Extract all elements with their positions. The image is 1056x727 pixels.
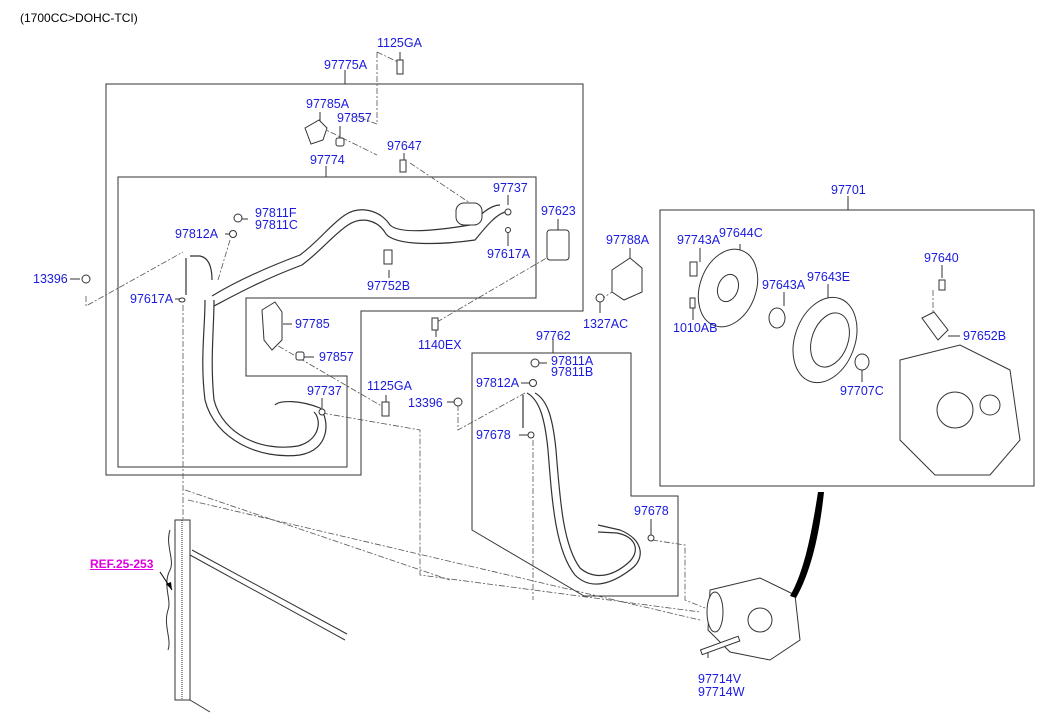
bracket-97785 [261, 301, 283, 351]
oring-97737 [318, 408, 326, 416]
part-label-97811A[interactable]: 97811A [551, 354, 594, 368]
bushing-97857-top [335, 137, 345, 147]
switch-97752B [383, 249, 393, 265]
ring-97643A [768, 307, 786, 329]
part-label-97652B[interactable]: 97652B [963, 329, 1007, 343]
diagram-title: (1700CC>DOHC-TCI) [20, 11, 138, 25]
part-label-97617A-right[interactable]: 97617A [487, 247, 531, 261]
part-label-97643A[interactable]: 97643A [762, 278, 806, 292]
part-label-1140EX[interactable]: 1140EX [418, 338, 462, 352]
bolt-97743A [689, 261, 698, 277]
bracket-97788A [611, 257, 643, 301]
cap-97811F [233, 213, 243, 223]
part-label-97811C[interactable]: 97811C [255, 218, 298, 232]
part-label-1125GA-top[interactable]: 1125GA [377, 36, 422, 50]
part-label-97737-top[interactable]: 97737 [493, 181, 528, 195]
oring-97678-lower [647, 534, 655, 542]
part-label-97857-top[interactable]: 97857 [337, 111, 372, 125]
part-label-97857-mid[interactable]: 97857 [319, 350, 354, 364]
part-label-97678-lower[interactable]: 97678 [634, 504, 669, 518]
part-label-97775A[interactable]: 97775A [324, 58, 368, 72]
part-label-97644C[interactable]: 97644C [719, 226, 763, 240]
part-label-97678-upper[interactable]: 97678 [476, 428, 511, 442]
nut-13396-left [81, 274, 91, 284]
frame-97774 [117, 176, 537, 468]
bolt-1125GA-mid [381, 401, 390, 417]
oring-97737-top [504, 208, 512, 216]
part-label-1327AC[interactable]: 1327AC [583, 317, 629, 331]
part-label-13396-left[interactable]: 13396 [33, 272, 68, 286]
cap-97811A [530, 358, 540, 368]
valve-97623 [546, 229, 570, 261]
part-label-97714V[interactable]: 97714V [698, 672, 742, 686]
part-label-97811B[interactable]: 97811B [551, 365, 594, 379]
block-97774 [455, 202, 483, 226]
bolt-1010AB [689, 297, 696, 309]
coil-97707C [854, 353, 870, 371]
part-label-1010AB[interactable]: 1010AB [673, 321, 718, 335]
frame-97701 [659, 209, 1035, 487]
bolt-97714V [699, 635, 741, 656]
part-label-97640[interactable]: 97640 [924, 251, 959, 265]
part-label-97714W[interactable]: 97714W [698, 685, 745, 699]
part-label-97812A-right[interactable]: 97812A [476, 376, 520, 390]
bolt-97640 [938, 279, 946, 291]
part-label-97788A[interactable]: 97788A [606, 233, 650, 247]
part-label-97774[interactable]: 97774 [310, 153, 345, 167]
part-label-97752B[interactable]: 97752B [367, 279, 411, 293]
part-label-97643E[interactable]: 97643E [807, 270, 851, 284]
detail-link-curve [790, 492, 824, 598]
part-label-97623[interactable]: 97623 [541, 204, 576, 218]
bracket-97652B [921, 311, 949, 341]
bolt-97647 [399, 159, 407, 173]
part-label-97737-mid[interactable]: 97737 [307, 384, 342, 398]
part-label-97785[interactable]: 97785 [295, 317, 330, 331]
bolt-1125GA-top [396, 59, 404, 75]
cap-97812A [229, 230, 237, 238]
frame-97775A [105, 83, 584, 476]
oring-97678-upper [527, 431, 535, 439]
part-label-97785A[interactable]: 97785A [306, 97, 350, 111]
bracket-97785A [304, 119, 328, 145]
bolt-1140EX [431, 317, 439, 331]
oring-97617A-left [178, 297, 186, 303]
part-label-97707C[interactable]: 97707C [840, 384, 884, 398]
frame-97762 [471, 352, 679, 597]
part-label-97701[interactable]: 97701 [831, 183, 866, 197]
bushing-97857-mid [295, 351, 305, 361]
part-label-13396-mid[interactable]: 13396 [408, 396, 443, 410]
oring-97617A-right [505, 227, 511, 233]
part-label-97743A[interactable]: 97743A [677, 233, 721, 247]
hose-artwork [185, 204, 641, 585]
part-label-97617A-left[interactable]: 97617A [130, 292, 174, 306]
part-label-97647[interactable]: 97647 [387, 139, 422, 153]
part-label-97811F[interactable]: 97811F [255, 206, 297, 220]
nut-13396-mid [453, 397, 463, 407]
part-label-97812A-left[interactable]: 97812A [175, 227, 219, 241]
part-label-1125GA-mid[interactable]: 1125GA [367, 379, 412, 393]
cap-97812A-right [529, 379, 537, 387]
part-label-97762[interactable]: 97762 [536, 329, 571, 343]
reference-link[interactable]: REF.25-253 [90, 557, 154, 571]
nut-1327AC [595, 293, 605, 303]
